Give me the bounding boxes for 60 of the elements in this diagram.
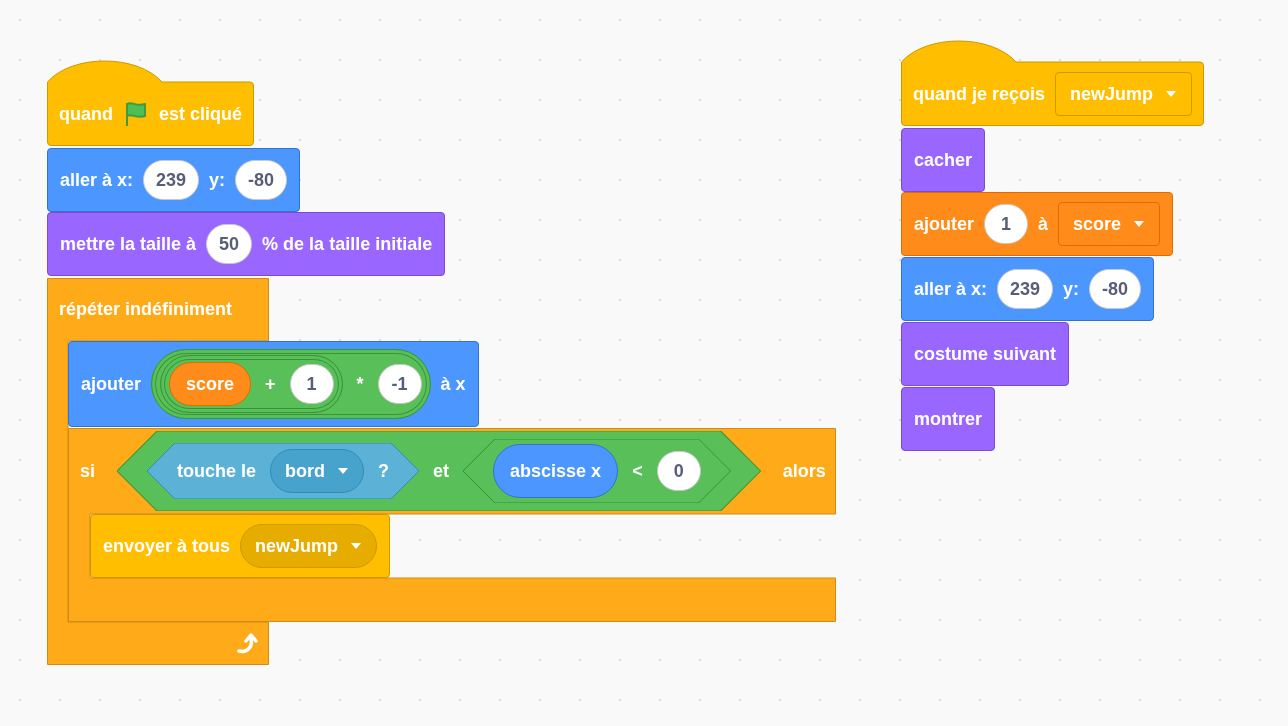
motion-block <box>47 148 301 212</box>
block-label: * <box>356 373 364 395</box>
block-label: ajouter <box>914 213 974 235</box>
block-label: répéter indéfiniment <box>59 299 233 320</box>
number-input: 1 <box>984 204 1028 244</box>
event-block <box>90 514 391 578</box>
block-label: à <box>1038 213 1049 235</box>
block-label: < <box>632 460 643 482</box>
block-label: newJump <box>1070 83 1154 105</box>
looks-block <box>901 387 995 451</box>
boolean-operator-block <box>117 431 761 511</box>
block-label: aller à x: <box>60 169 134 191</box>
block-label: quand <box>59 103 113 125</box>
motion-reporter: abscisse x <box>493 444 619 498</box>
looks-block <box>901 128 986 192</box>
block-label: quand je reçois <box>913 83 1046 105</box>
block-label: bord <box>285 460 326 482</box>
block-label: alors <box>782 460 826 482</box>
variable-reporter: score <box>169 362 252 406</box>
block-label: y: <box>209 169 226 191</box>
block-label: newJump <box>255 535 339 557</box>
number-input: -80 <box>235 160 288 200</box>
dropdown-menu <box>1058 202 1161 246</box>
number-input: 239 <box>143 160 200 200</box>
sensing-boolean-block <box>147 443 420 499</box>
block-label: ajouter <box>81 373 141 395</box>
block-label: ? <box>378 460 390 482</box>
dropdown-menu <box>1055 72 1193 116</box>
number-input: 239 <box>997 269 1054 309</box>
number-input: -80 <box>1089 269 1142 309</box>
number-input: 50 <box>206 224 253 264</box>
block-label: montrer <box>914 408 982 430</box>
if-block <box>68 428 836 622</box>
block-label: costume suivant <box>914 343 1057 365</box>
comparison-block <box>463 439 731 503</box>
block-label: % de la taille initiale <box>262 233 433 255</box>
event-hat-block <box>47 60 255 146</box>
block-label: + <box>265 373 276 395</box>
dropdown-menu <box>240 524 378 568</box>
looks-block <box>901 322 1070 386</box>
block-label: si <box>80 460 95 482</box>
looks-block <box>47 212 446 276</box>
number-input: 1 <box>289 364 334 404</box>
number-input: -1 <box>377 364 422 404</box>
block-label: mettre la taille à <box>60 233 197 255</box>
block-label: est cliqué <box>159 103 243 125</box>
variable-block <box>901 192 1174 256</box>
block-label: aller à x: <box>914 278 988 300</box>
motion-block <box>68 341 479 427</box>
operator-block <box>160 355 343 413</box>
block-label: cacher <box>914 149 973 171</box>
motion-block <box>901 257 1155 321</box>
dropdown-menu <box>270 449 365 493</box>
block-label: et <box>433 460 450 482</box>
block-label: envoyer à tous <box>103 535 231 557</box>
block-label: score <box>1073 213 1122 235</box>
block-label: à x <box>440 373 466 395</box>
block-label: touche le <box>177 460 257 482</box>
block-label: y: <box>1063 278 1080 300</box>
event-hat-block <box>901 40 1205 126</box>
